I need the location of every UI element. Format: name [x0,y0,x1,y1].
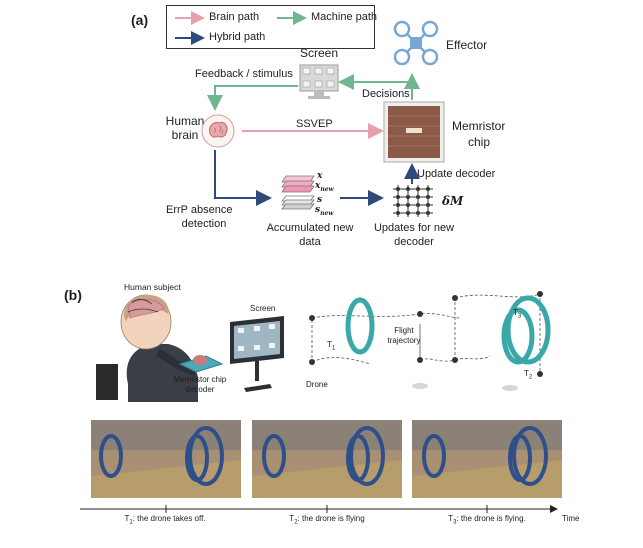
photo-takeoff [91,420,241,498]
effector-label: Effector [446,38,488,52]
panel-a-arrows [207,73,420,206]
drone-label: Drone [306,380,328,389]
caption-takeoff-sub: 1 [129,519,133,526]
caption-flying-1-sub: 2 [294,519,298,526]
var-s: s [317,195,323,205]
panel-b-label: (b) [64,287,82,303]
memristor-label-1: Memristor [452,119,506,133]
chip-decoder-label-2: decoder [185,385,215,394]
brain-icon [201,114,235,148]
screen-label: Screen [299,46,339,60]
legend: Brain path Machine path Hybrid path [166,5,378,49]
ssvep-label: SSVEP [296,118,333,130]
memristor-chip-icon [383,101,445,163]
time-label: Time [562,514,580,523]
legend-machine-path: Machine path [311,11,378,23]
t1-sub: 1 [331,345,336,352]
updates-label-1: Updates for new [373,222,455,234]
t1-label: T1 [327,340,336,352]
timeline-axis [80,505,558,513]
accumulated-label-2: data [299,236,321,248]
feedback-arrow [207,85,298,111]
decisions-to-screen-arrow [338,74,413,100]
photo-flying-1 [252,420,402,498]
var-snew: snew [315,205,334,217]
flight-label-1: Flight [394,326,414,335]
update-decoder-label: Update decoder [417,168,496,180]
decisions-label: Decisions [362,88,410,100]
memristor-label-2: chip [467,135,490,149]
updates-label-2: decoder [394,236,434,248]
t2-label: T2 [524,369,533,381]
legend-hybrid-path: Hybrid path [209,31,266,43]
t2-sub: 2 [528,374,533,381]
accumulated-label-1: Accumulated new [266,222,354,234]
caption-flying-2: T3: the drone is flying. [448,514,526,526]
var-xnew: xnew [315,181,334,193]
data-stack-icon [281,175,315,210]
var-x: x [317,171,323,181]
human-brain-label-1: Human [165,114,205,128]
caption-takeoff: T1: the drone takes off. [124,514,206,526]
human-subject-label: Human subject [124,282,181,292]
legend-brain-path: Brain path [209,11,260,23]
flight-label-2: trajectory [387,336,421,345]
t3-label: T3 [513,308,522,320]
caption-flying-2-sub: 3 [453,519,457,526]
screen-icon [299,64,339,99]
human-brain-label-2: brain [171,128,199,142]
human-subject-illustration [96,294,198,402]
legend-arrows [175,11,307,45]
errp-arrow [214,150,272,206]
drone-icon [393,20,439,66]
errp-label-2: detection [181,218,227,230]
feedback-label: Feedback / stimulus [195,68,293,80]
errp-label-1: ErrP absence [166,204,233,216]
chip-decoder-label-1: Memristor chip [173,375,227,384]
monitor-illustration [230,316,284,392]
var-xnew-sub: new [320,185,334,193]
panel-a-label: (a) [131,12,149,28]
photo-flying-2 [412,420,562,498]
flight-trajectory-diagram [309,291,551,391]
crossbar-icon [393,185,433,217]
caption-flying-1: T2: the drone is flying [289,514,365,526]
t3-sub: 3 [517,313,522,320]
var-snew-sub: new [320,209,334,217]
ring-outlines [345,295,551,365]
delta-m: δM [442,194,464,208]
screen-label-b: Screen [250,304,276,313]
memristor-chip-board [178,355,224,373]
